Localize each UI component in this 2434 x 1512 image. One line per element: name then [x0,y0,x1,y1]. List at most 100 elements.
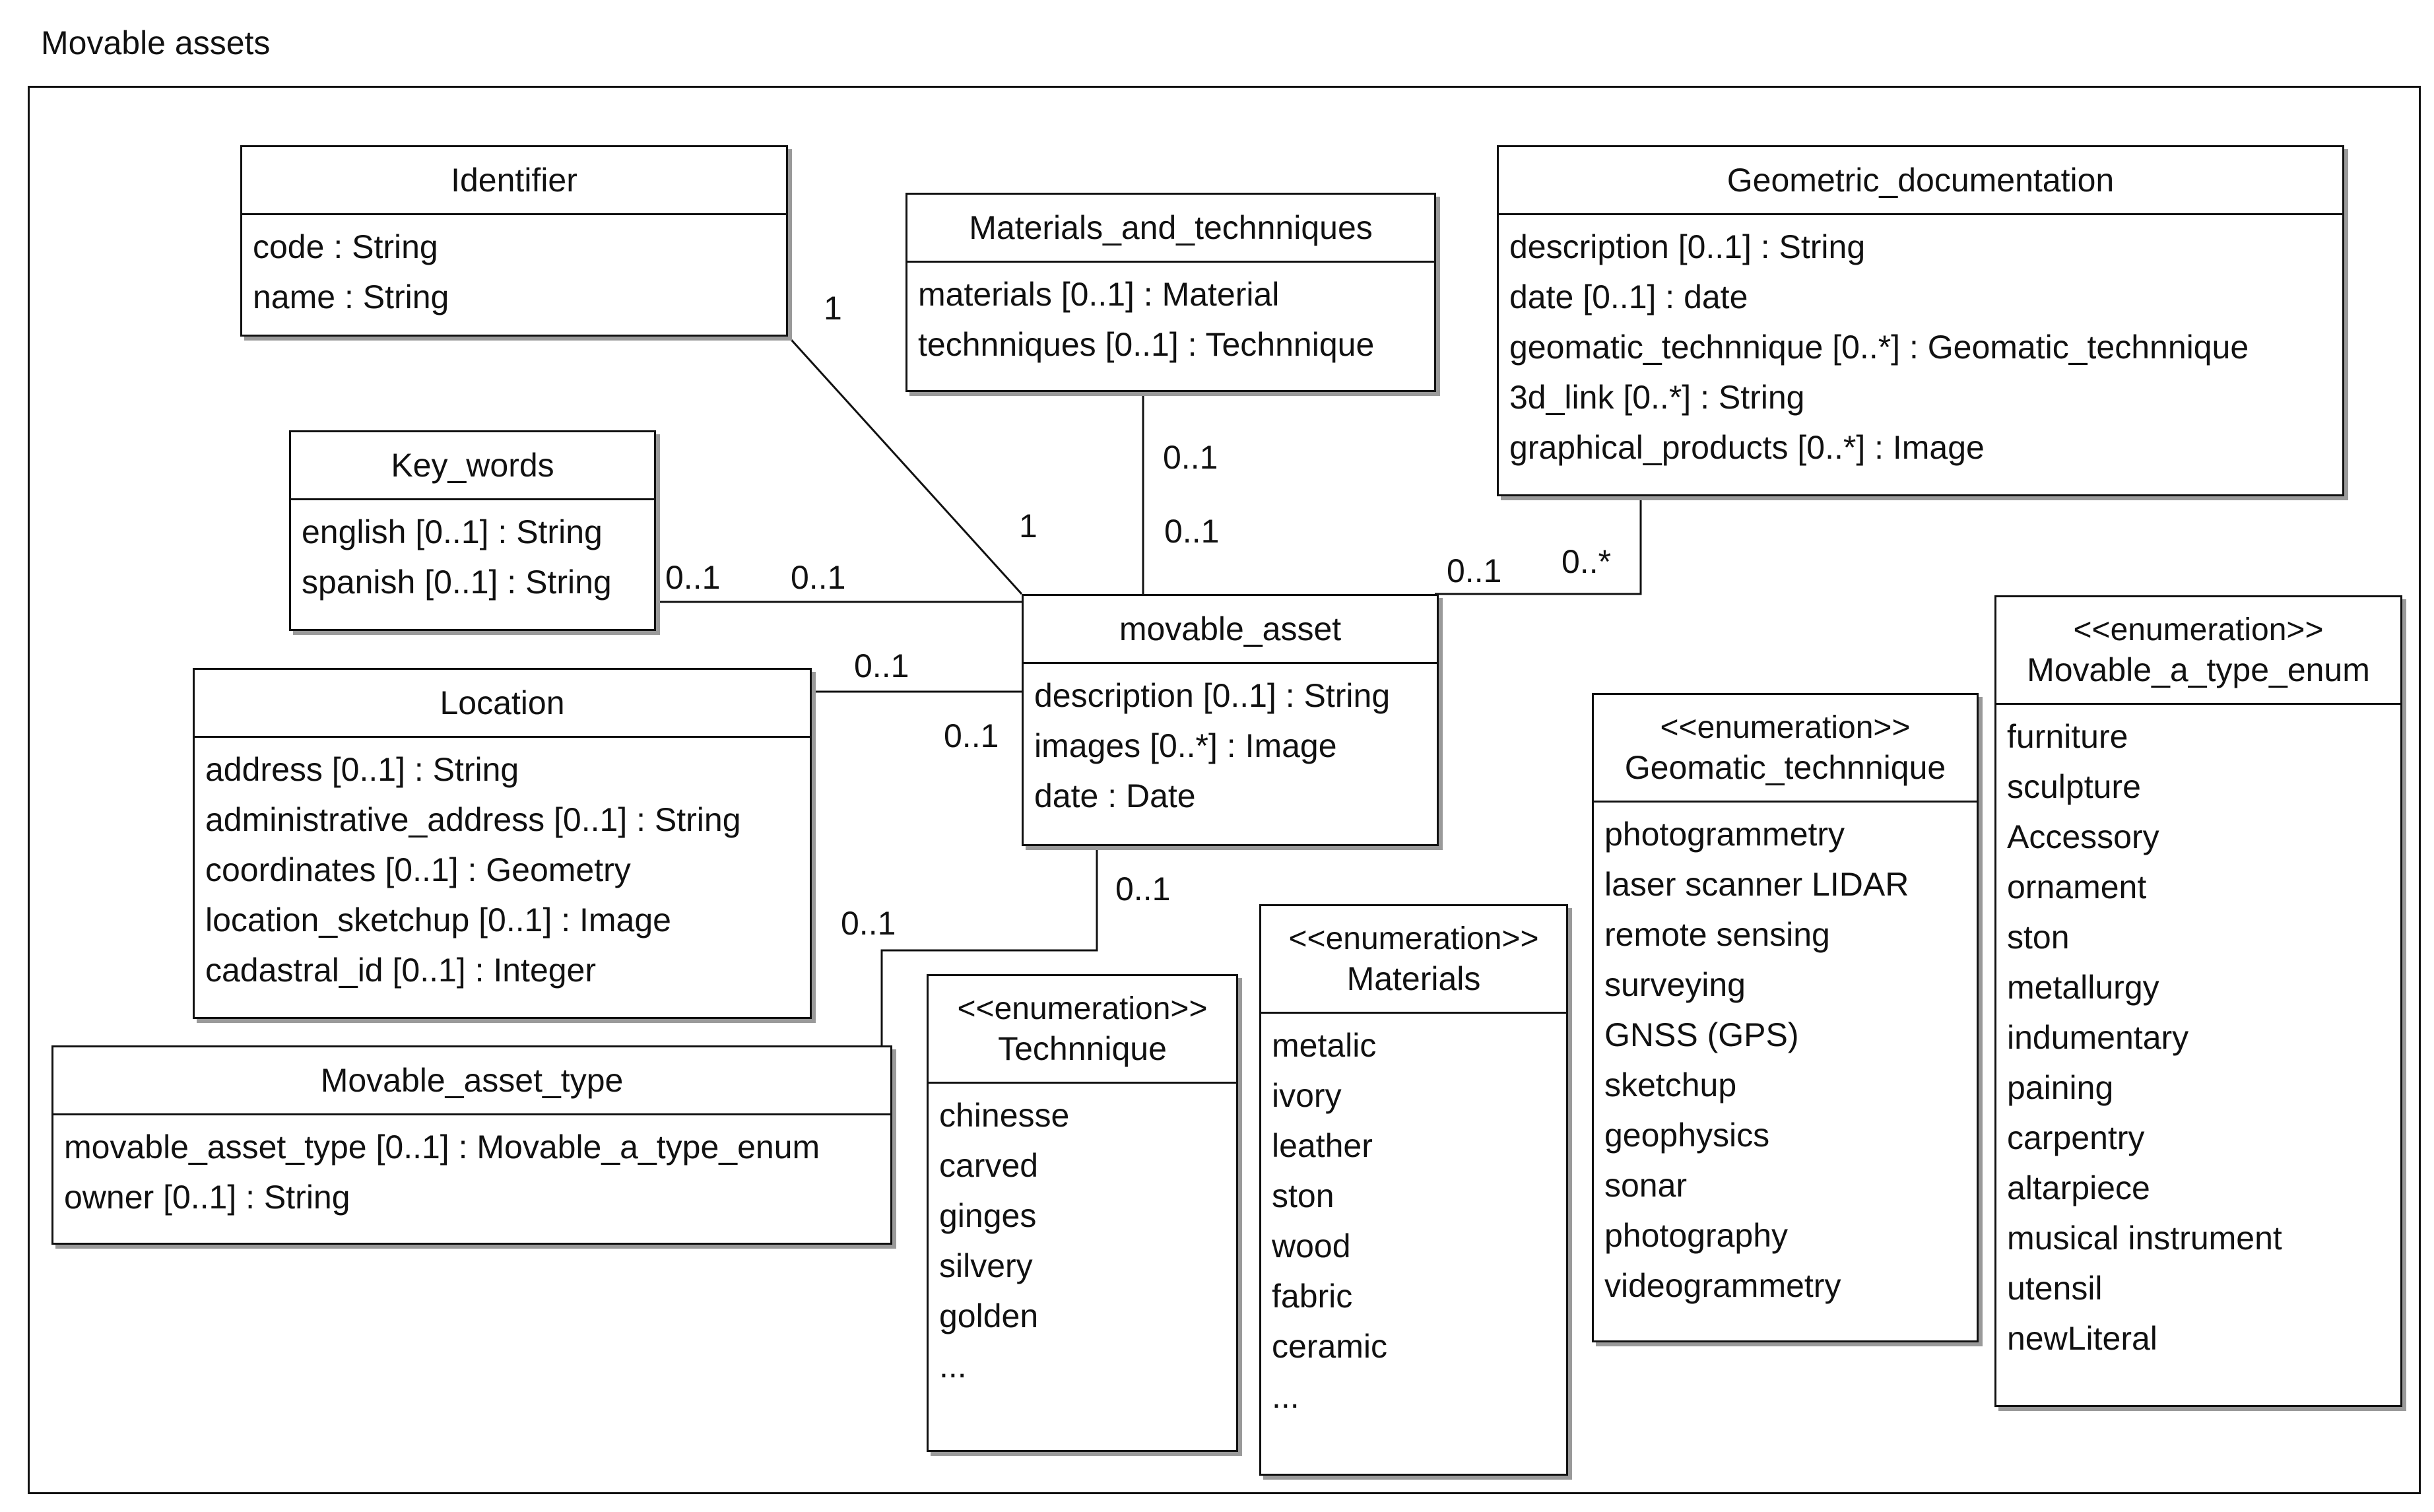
literal: ceramic [1272,1328,1388,1365]
attribute: name : String [253,279,449,315]
literal: ston [1272,1177,1334,1214]
literal: photogrammetry [1604,816,1845,853]
literal: carved [939,1147,1039,1184]
attribute: cadastral_id [0..1] : Integer [205,952,597,989]
attribute: address [0..1] : String [205,751,519,788]
attribute: movable_asset_type [0..1] : Movable_a_ty… [64,1129,820,1166]
enum-name: Movable_a_type_enum [2027,651,2370,688]
literal: Accessory [2007,818,2159,855]
mult-keywords-end: 0..1 [665,559,721,596]
mult-geometric-asset-end: 0..1 [1447,552,1502,589]
attribute: description [0..1] : String [1509,228,1866,265]
mult-type-end: 0..1 [841,905,896,942]
attribute: description [0..1] : String [1034,677,1391,714]
enum-name: Materials [1346,960,1481,997]
literal: metallurgy [2007,969,2159,1006]
literal: leather [1272,1127,1373,1164]
class-name: Materials_and_technniques [907,195,1434,263]
class-geometric-documentation[interactable]: Geometric_documentation description [0..… [1497,145,2344,496]
literal: wood [1272,1228,1351,1265]
enum-header: <<enumeration>> Technnique [929,976,1236,1084]
attribute-list: materials [0..1] : Material technniques … [907,263,1434,379]
stereotype-label: <<enumeration>> [1660,710,1911,745]
enum-header: <<enumeration>> Geomatic_technnique [1594,695,1977,803]
attribute: code : String [253,228,438,265]
literal: ornament [2007,869,2147,905]
literal: altarpiece [2007,1169,2150,1206]
attribute-list: description [0..1] : String date [0..1] … [1499,215,2342,482]
package-name: Movable assets [41,24,271,61]
literal: photography [1604,1217,1789,1254]
class-identifier[interactable]: Identifier code : String name : String [240,145,788,337]
literal: silvery [939,1247,1033,1284]
literal-list: chinesse carved ginges silvery golden ..… [929,1084,1236,1400]
literal: indumentary [2007,1019,2189,1056]
literal: laser scanner LIDAR [1604,866,1909,903]
class-name: movable_asset [1024,596,1437,664]
mult-materials-end: 0..1 [1163,439,1218,476]
mult-identifier-asset-end: 1 [1019,508,1037,544]
attribute: english [0..1] : String [302,513,603,550]
attribute: geomatic_technnique [0..*] : Geomatic_te… [1509,329,2249,366]
literal: furniture [2007,718,2128,755]
attribute: date [0..1] : date [1509,279,1748,315]
enum-technnique[interactable]: <<enumeration>> Technnique chinesse carv… [927,974,1238,1452]
literal-list: metalic ivory leather ston wood fabric c… [1261,1014,1566,1431]
class-name: Location [195,670,810,738]
attribute: materials [0..1] : Material [918,276,1280,313]
mult-geometric-end: 0..* [1562,543,1612,580]
enum-name: Technnique [998,1030,1167,1067]
class-key-words[interactable]: Key_words english [0..1] : String spanis… [289,430,656,631]
mult-location-asset-end: 0..1 [944,717,999,754]
literal: metalic [1272,1027,1377,1064]
literal: carpentry [2007,1119,2145,1156]
assoc-geometric [1435,494,1642,595]
attribute: location_sketchup [0..1] : Image [205,902,671,938]
enum-header: <<enumeration>> Materials [1261,906,1566,1014]
literal: musical instrument [2007,1220,2282,1257]
mult-location-end: 0..1 [854,647,909,684]
literal: remote sensing [1604,916,1830,953]
literal: ... [1272,1378,1299,1415]
stereotype-label: <<enumeration>> [2073,612,2324,647]
class-location[interactable]: Location address [0..1] : String adminis… [193,668,812,1019]
literal: geophysics [1604,1117,1770,1154]
enum-movable-a-type-enum[interactable]: <<enumeration>> Movable_a_type_enum furn… [1994,595,2402,1407]
attribute: technniques [0..1] : Technnique [918,326,1375,363]
attribute-list: movable_asset_type [0..1] : Movable_a_ty… [53,1115,890,1232]
attribute: date : Date [1034,777,1196,814]
mult-keywords-asset-end: 0..1 [791,559,846,596]
class-materials-and-techniques[interactable]: Materials_and_technniques materials [0..… [905,193,1436,392]
mult-identifier-end: 1 [824,290,842,327]
attribute: coordinates [0..1] : Geometry [205,851,631,888]
literal: golden [939,1298,1039,1334]
class-name: Key_words [291,432,654,500]
class-movable-asset-type[interactable]: Movable_asset_type movable_asset_type [0… [51,1045,892,1245]
attribute: administrative_address [0..1] : String [205,801,741,838]
class-name: Movable_asset_type [53,1047,890,1115]
literal: paining [2007,1069,2114,1106]
literal: ginges [939,1197,1037,1234]
attribute: spanish [0..1] : String [302,564,612,601]
package-frame [28,86,2421,1494]
enum-geomatic-technnique[interactable]: <<enumeration>> Geomatic_technnique phot… [1592,693,1979,1342]
enum-header: <<enumeration>> Movable_a_type_enum [1996,597,2400,705]
attribute: images [0..*] : Image [1034,727,1337,764]
literal: videogrammetry [1604,1267,1841,1304]
literal: newLiteral [2007,1320,2157,1357]
literal: chinesse [939,1097,1070,1134]
class-movable-asset[interactable]: movable_asset description [0..1] : Strin… [1022,594,1439,846]
enum-materials[interactable]: <<enumeration>> Materials metalic ivory … [1259,904,1568,1476]
stereotype-label: <<enumeration>> [957,991,1208,1026]
literal: ... [939,1348,967,1385]
attribute-list: description [0..1] : String images [0..*… [1024,664,1437,830]
literal: sculpture [2007,768,2141,805]
literal: ston [2007,919,2070,956]
mult-type-asset-end: 0..1 [1115,871,1171,907]
attribute-list: address [0..1] : String administrative_a… [195,738,810,1004]
literal: surveying [1604,966,1746,1003]
assoc-type [880,843,1098,1048]
attribute: owner [0..1] : String [64,1179,350,1216]
attribute: graphical_products [0..*] : Image [1509,429,1985,466]
literal: utensil [2007,1270,2103,1307]
